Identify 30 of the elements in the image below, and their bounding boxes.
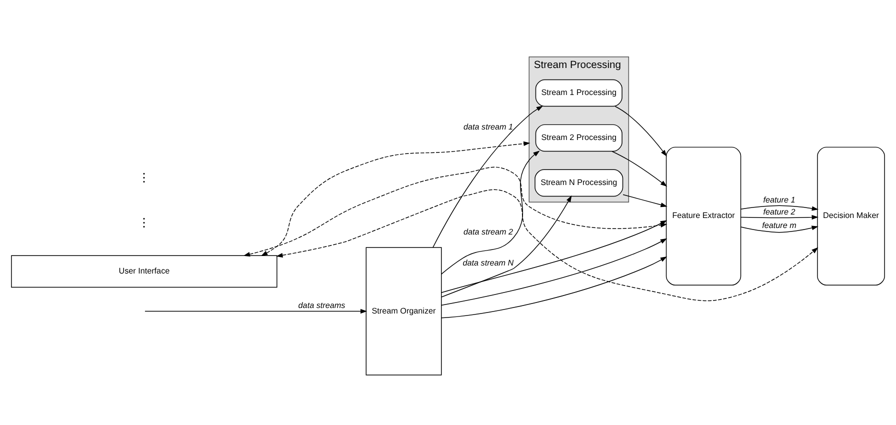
arrow (740, 214, 818, 220)
edge-label: data stream 2 (463, 226, 514, 236)
label: ⋮ (138, 170, 150, 184)
arrow (740, 204, 819, 210)
label: ⋮ (138, 216, 150, 229)
edge-label: data streams (298, 300, 346, 310)
node-box: Decision Maker (817, 146, 885, 285)
arrow (740, 225, 818, 232)
arrow (441, 256, 668, 318)
arrow (441, 194, 572, 297)
arrow (612, 150, 668, 186)
arrow (622, 194, 668, 207)
arrow (260, 140, 530, 256)
node-box: Stream Organizer (366, 246, 442, 375)
edge-label: feature 1 (763, 195, 796, 204)
edge-label: feature 2 (763, 207, 796, 216)
arrow (614, 106, 667, 156)
arrow (144, 308, 368, 314)
node-box: User Interface (11, 254, 278, 288)
node-box: Stream 1 Processing (535, 78, 622, 106)
arrow (276, 188, 818, 301)
edge-label: data stream N (462, 258, 514, 267)
edge-label: feature m (762, 220, 796, 230)
edge-label: data stream 1 (463, 122, 514, 132)
arrow (441, 150, 540, 274)
node-box: Stream N Processing (534, 168, 624, 196)
node-box: Feature Extractor (666, 146, 742, 285)
arrow (432, 105, 544, 248)
node-box: Stream 2 Processing (535, 124, 622, 152)
arrow (441, 238, 668, 306)
